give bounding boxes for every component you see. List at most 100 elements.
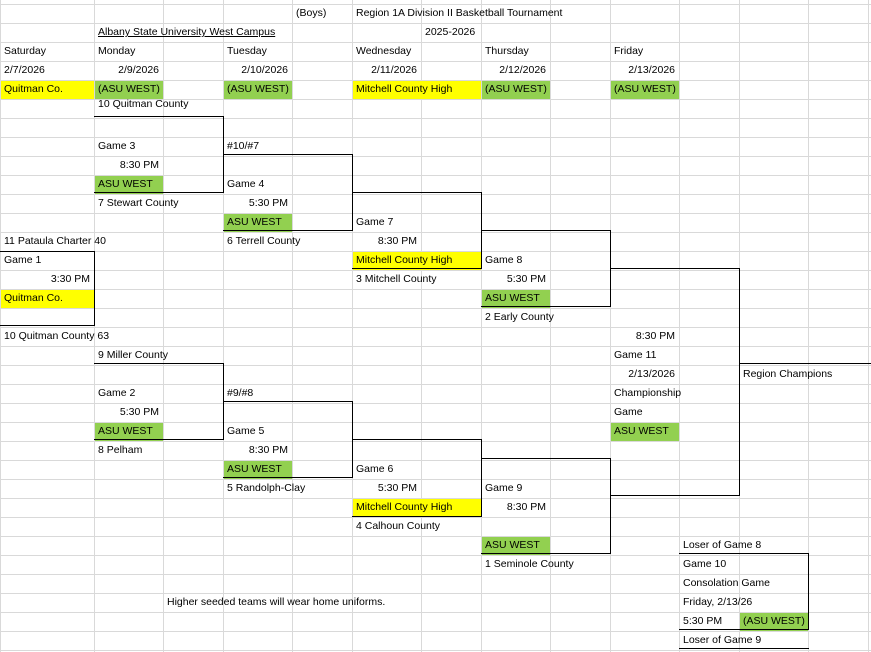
bracket-line <box>481 553 611 554</box>
region-champions: Region Champions <box>743 368 833 380</box>
game2-time: 5:30 PM <box>119 406 159 418</box>
team-quitman-county: 10 Quitman County <box>98 98 189 110</box>
bracket-line <box>610 495 740 496</box>
team-quitman-county-score: 10 Quitman County 63 <box>4 330 110 342</box>
game7-time: 8:30 PM <box>377 235 417 247</box>
date-tuesday: 2/10/2026 <box>241 64 288 76</box>
bracket-line <box>352 192 482 193</box>
bracket-line <box>223 401 353 402</box>
gridline <box>550 0 551 652</box>
gridline <box>610 0 611 652</box>
gridline <box>352 0 353 652</box>
game2-label: Game 2 <box>98 387 136 399</box>
season-label: 2025-2026 <box>425 26 476 38</box>
bracket-line <box>223 477 353 478</box>
team-terrell-county: 6 Terrell County <box>227 235 301 247</box>
championship-game-label: Game <box>614 406 643 418</box>
team-pataula-charter: 11 Pataula Charter 40 <box>4 235 106 247</box>
game10-label: Game 10 <box>683 558 727 570</box>
host-fill <box>482 290 550 308</box>
date-thursday: 2/12/2026 <box>499 64 546 76</box>
matchup-10-7: #10/#7 <box>227 140 260 152</box>
game7-site: Mitchell County High <box>356 254 453 266</box>
location-friday: (ASU WEST) <box>614 83 676 95</box>
day-wednesday: Wednesday <box>356 45 412 57</box>
date-monday: 2/9/2026 <box>118 64 159 76</box>
game6-label: Game 6 <box>356 463 394 475</box>
team-randolph-clay: 5 Randolph-Clay <box>227 482 306 494</box>
loser-game9: Loser of Game 9 <box>683 634 762 646</box>
gridline <box>808 0 809 652</box>
tournament-title: Region 1A Division II Basketball Tournam… <box>356 7 563 19</box>
gridline <box>679 0 680 652</box>
game6-site: Mitchell County High <box>356 501 453 513</box>
game11-label: Game 11 <box>614 349 657 361</box>
game1-label: Game 1 <box>4 254 42 266</box>
game5-time: 8:30 PM <box>248 444 288 456</box>
gridline <box>163 0 164 652</box>
game8-time: 5:30 PM <box>506 273 546 285</box>
venue-label: Albany State University West Campus <box>98 26 276 38</box>
bracket-line <box>610 458 611 554</box>
bracket-line <box>0 251 95 252</box>
bracket-line <box>481 458 611 459</box>
host-fill <box>482 81 550 99</box>
game11-site: ASU WEST <box>614 425 669 437</box>
host-fill <box>224 81 292 99</box>
gridline <box>421 0 422 652</box>
host-fill <box>740 613 808 631</box>
team-stewart-county: 7 Stewart County <box>98 197 179 209</box>
location-wednesday: Mitchell County High <box>356 83 453 95</box>
day-friday: Friday <box>614 45 644 57</box>
bracket-line <box>481 306 611 307</box>
bracket-line <box>679 629 809 630</box>
championship-label: Championship <box>614 387 682 399</box>
game5-site: ASU WEST <box>227 463 282 475</box>
team-pelham: 8 Pelham <box>98 444 143 456</box>
uniform-note: Higher seeded teams will wear home unifo… <box>167 596 386 608</box>
game6-time: 5:30 PM <box>377 482 417 494</box>
bracket-line <box>94 251 95 326</box>
bracket-line <box>352 516 482 517</box>
day-saturday: Saturday <box>4 45 47 57</box>
bracket-line <box>610 268 740 269</box>
bracket-line <box>223 230 353 231</box>
loser-game8: Loser of Game 8 <box>683 539 762 551</box>
game10-time: 5:30 PM <box>683 615 723 627</box>
bracket-line <box>808 553 809 630</box>
boys-label: (Boys) <box>296 7 327 19</box>
game4-time: 5:30 PM <box>248 197 288 209</box>
game8-site: ASU WEST <box>485 292 540 304</box>
team-seminole-county: 1 Seminole County <box>485 558 574 570</box>
host-fill <box>611 423 679 441</box>
host-fill <box>1 290 94 308</box>
host-fill <box>224 461 292 479</box>
game10-date: Friday, 2/13/26 <box>683 596 753 608</box>
location-tuesday: (ASU WEST) <box>227 83 289 95</box>
game4-label: Game 4 <box>227 178 265 190</box>
gridline <box>94 0 95 652</box>
game10-site: (ASU WEST) <box>743 615 805 627</box>
bracket-line <box>94 116 224 117</box>
bracket-line <box>352 268 482 269</box>
game3-label: Game 3 <box>98 140 136 152</box>
host-fill <box>95 81 163 99</box>
bracket-line <box>679 553 809 554</box>
bracket-line <box>481 439 482 517</box>
day-monday: Monday <box>98 45 136 57</box>
game3-site: ASU WEST <box>98 178 153 190</box>
team-calhoun-county: 4 Calhoun County <box>356 520 441 532</box>
location-thursday: (ASU WEST) <box>485 83 547 95</box>
gridline <box>481 0 482 652</box>
gridline <box>868 0 869 652</box>
game4-site: ASU WEST <box>227 216 282 228</box>
bracket-line <box>481 230 611 231</box>
game1-time: 3:30 PM <box>50 273 90 285</box>
game1-site: Quitman Co. <box>4 292 63 304</box>
host-fill <box>95 423 163 441</box>
bracket-line <box>94 439 224 440</box>
team-early-county: 2 Early County <box>485 311 554 323</box>
game9-time: 8:30 PM <box>506 501 546 513</box>
game11-date: 2/13/2026 <box>628 368 675 380</box>
